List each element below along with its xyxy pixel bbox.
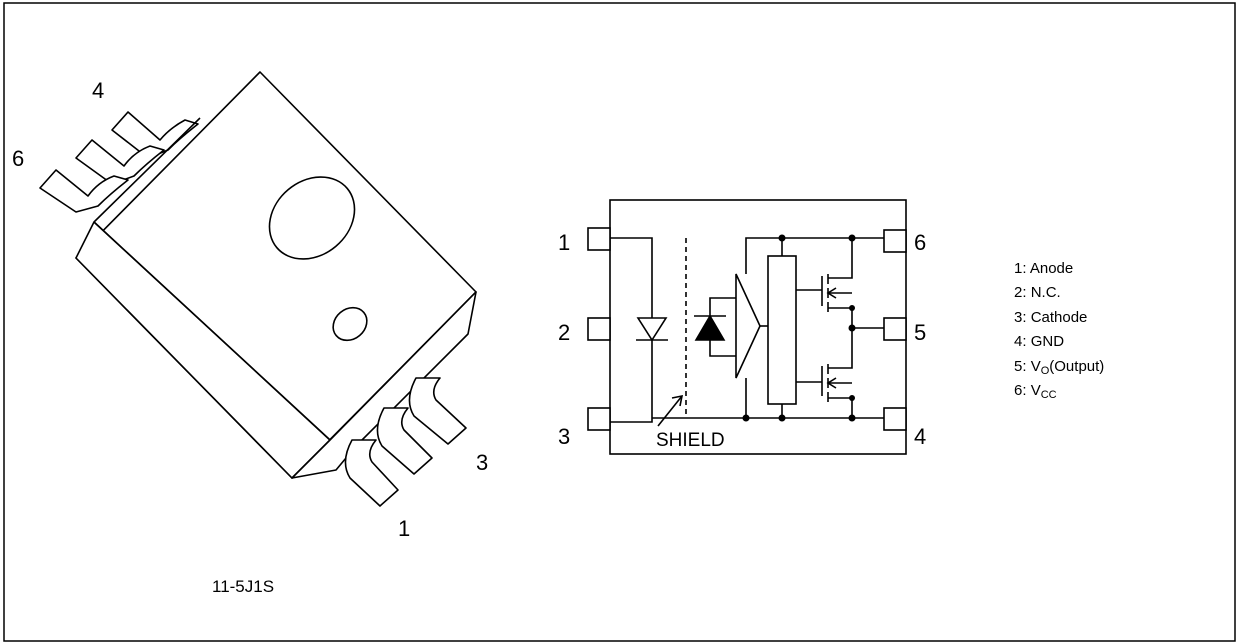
upper-leads — [39, 111, 199, 213]
pin1-marker-large — [268, 176, 356, 260]
pin1-marker-small — [332, 306, 368, 342]
amplifier-symbol — [735, 273, 761, 379]
figure-frame — [3, 2, 1236, 642]
schematic-pin-tab-5 — [883, 317, 907, 341]
schematic-pin-tab-2 — [587, 317, 611, 341]
shield-arrow — [657, 395, 683, 427]
legend-item: 1: Anode — [1014, 260, 1073, 277]
schematic-pin-number-6: 6 — [914, 230, 926, 255]
legend-item: 2: N.C. — [1014, 284, 1061, 301]
schematic-pin-tab-6 — [883, 229, 907, 253]
schematic-pin-tab-4 — [883, 407, 907, 431]
schematic-pin-tab-3 — [587, 407, 611, 431]
schematic-pin-number-2: 2 — [558, 320, 570, 345]
package-pin-label-4: 4 — [92, 78, 104, 103]
junction-dots — [742, 234, 856, 422]
package-pin-label-1: 1 — [398, 516, 410, 541]
package-edge — [93, 117, 201, 223]
legend-item: 6: VCC — [1014, 382, 1057, 401]
vcc-rail — [745, 237, 884, 274]
package-side-face — [291, 291, 477, 479]
driver-block — [767, 255, 797, 405]
schematic-pin-number-1: 1 — [558, 230, 570, 255]
led-symbol — [636, 317, 668, 342]
package-edge — [93, 221, 331, 441]
upper-mosfet — [796, 238, 853, 326]
lower-leads — [344, 377, 467, 507]
lower-mosfet — [796, 326, 853, 418]
shield-label: SHIELD — [656, 430, 725, 451]
package-code: 11-5J1S — [212, 577, 274, 596]
legend-item: 4: GND — [1014, 333, 1064, 350]
schematic-pin-number-5: 5 — [914, 320, 926, 345]
schematic-pin-number-3: 3 — [558, 424, 570, 449]
legend-item: 3: Cathode — [1014, 309, 1087, 326]
shield-arrowhead — [671, 394, 684, 407]
schematic-pin-tab-1 — [587, 227, 611, 251]
pin-legend: 1: Anode 2: N.C. 3: Cathode 4: GND 5: VO… — [1014, 260, 1104, 401]
photodiode-symbol — [694, 314, 726, 341]
package-pin-label-3: 3 — [476, 450, 488, 475]
package-drawing — [39, 71, 477, 507]
schematic — [587, 199, 907, 455]
package-pin-label-6: 6 — [12, 146, 24, 171]
legend-item: 5: VO(Output) — [1014, 358, 1104, 377]
schematic-pin-number-4: 4 — [914, 424, 926, 449]
